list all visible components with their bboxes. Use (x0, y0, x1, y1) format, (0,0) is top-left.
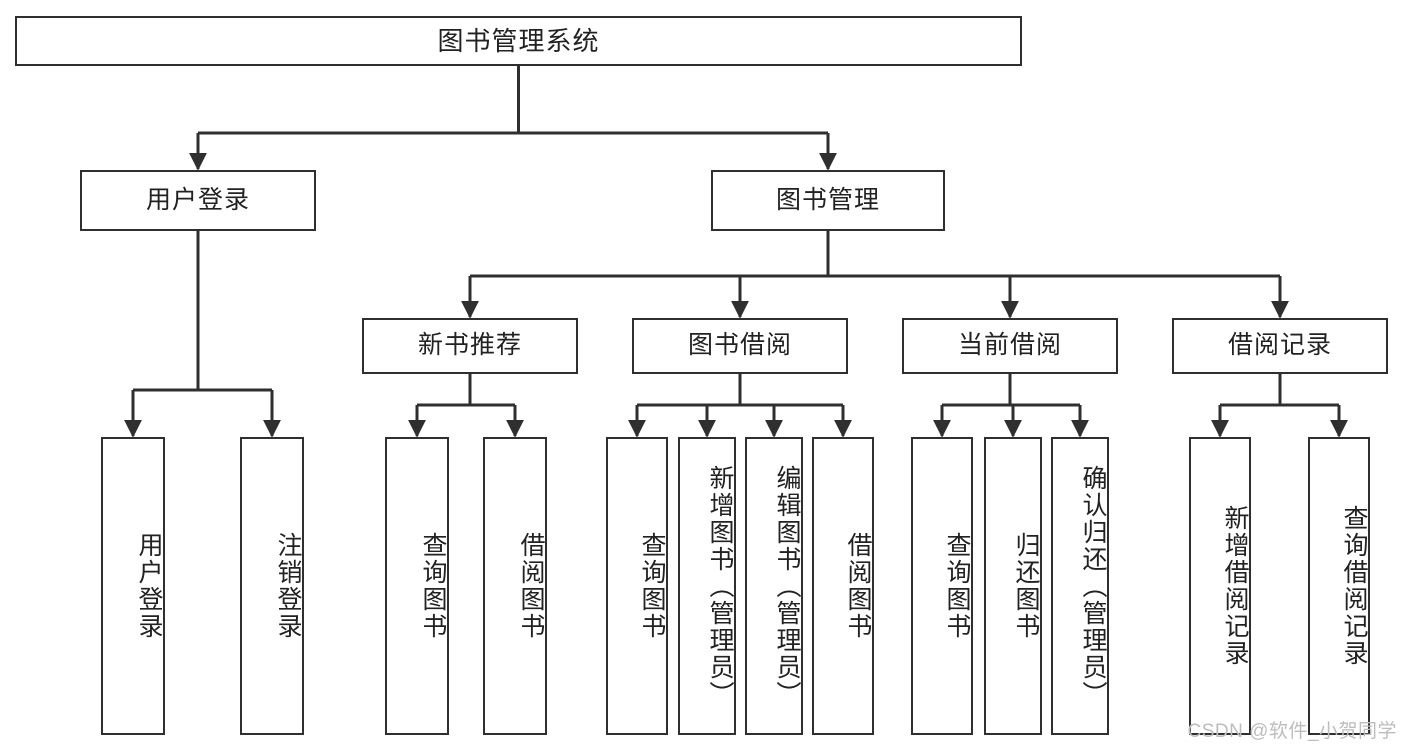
node-new-book-recommend[interactable]: 新书推荐 (362, 318, 578, 374)
node-label: 当前借阅 (957, 331, 1062, 360)
node-label: 查询图书 (943, 532, 971, 640)
node-leaf-query-book-rec[interactable]: 查询图书 (385, 437, 449, 735)
node-label: 借阅图书 (844, 532, 872, 640)
node-label: 借阅记录 (1227, 331, 1332, 360)
node-label: 新书推荐 (417, 331, 522, 360)
node-leaf-query-borrow-record[interactable]: 查询借阅记录 (1308, 437, 1370, 735)
node-label: 归还图书 (1012, 532, 1040, 640)
node-label: 用户登录 (135, 532, 163, 640)
node-leaf-add-borrow-record[interactable]: 新增借阅记录 (1189, 437, 1251, 735)
node-book-borrow[interactable]: 图书借阅 (632, 318, 848, 374)
node-label: 注销登录 (274, 532, 302, 640)
node-root[interactable]: 图书管理系统 (15, 16, 1022, 66)
node-label: 新增图书（管理员） (706, 464, 734, 708)
node-user-login[interactable]: 用户登录 (80, 170, 316, 231)
node-leaf-user-login[interactable]: 用户登录 (101, 437, 165, 735)
node-borrow-record[interactable]: 借阅记录 (1172, 318, 1388, 374)
node-label: 确认归还（管理员） (1079, 464, 1107, 708)
node-label: 图书管理系统 (437, 25, 600, 56)
node-leaf-logout[interactable]: 注销登录 (240, 437, 304, 735)
node-leaf-confirm-return-admin[interactable]: 确认归还（管理员） (1051, 437, 1109, 735)
node-label: 查询图书 (638, 532, 666, 640)
node-label: 图书管理 (775, 185, 880, 214)
node-book-manage[interactable]: 图书管理 (711, 170, 945, 231)
node-label: 编辑图书（管理员） (773, 464, 801, 708)
watermark-text: CSDN @软件_小贺同学 (1187, 721, 1397, 742)
node-label: 图书借阅 (687, 331, 792, 360)
node-label: 用户登录 (145, 185, 250, 214)
node-leaf-edit-book-admin[interactable]: 编辑图书（管理员） (745, 437, 803, 735)
node-leaf-query-book-borrow[interactable]: 查询图书 (606, 437, 668, 735)
node-label: 查询图书 (419, 532, 447, 640)
node-leaf-borrow-book[interactable]: 借阅图书 (812, 437, 874, 735)
node-leaf-query-book-current[interactable]: 查询图书 (911, 437, 973, 735)
node-label: 查询借阅记录 (1340, 505, 1368, 667)
node-label: 新增借阅记录 (1221, 505, 1249, 667)
node-label: 借阅图书 (517, 532, 545, 640)
node-leaf-add-book-admin[interactable]: 新增图书（管理员） (678, 437, 736, 735)
node-leaf-borrow-book-rec[interactable]: 借阅图书 (483, 437, 547, 735)
node-leaf-return-book[interactable]: 归还图书 (984, 437, 1042, 735)
node-current-borrow[interactable]: 当前借阅 (902, 318, 1118, 374)
